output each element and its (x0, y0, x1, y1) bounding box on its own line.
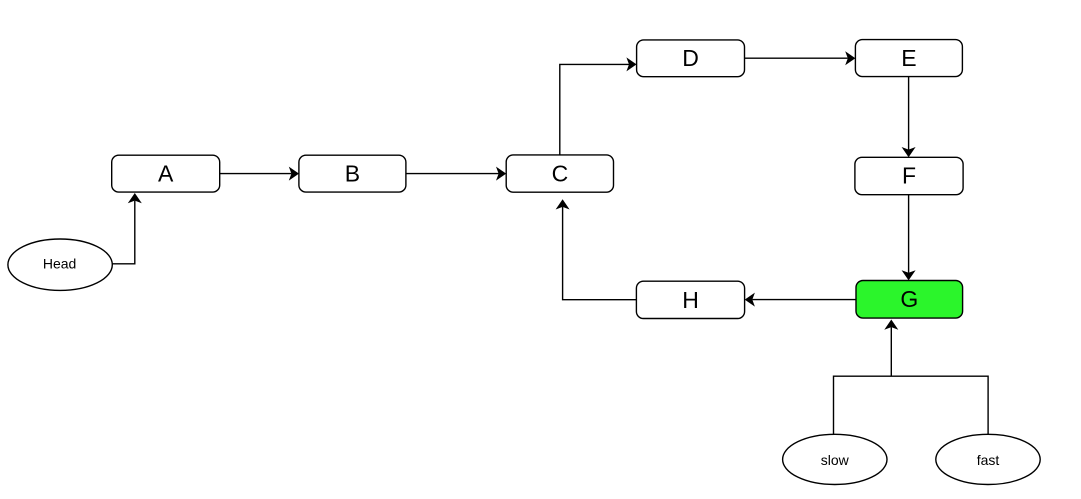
svg-text:E: E (901, 45, 916, 71)
svg-text:Head: Head (43, 256, 76, 272)
svg-text:slow: slow (821, 452, 850, 468)
svg-text:A: A (158, 161, 174, 187)
svg-text:D: D (682, 45, 699, 71)
svg-text:H: H (682, 287, 699, 313)
svg-text:B: B (345, 161, 360, 187)
svg-text:fast: fast (977, 452, 1000, 468)
svg-text:G: G (900, 286, 918, 312)
svg-text:C: C (552, 161, 569, 187)
svg-text:F: F (902, 163, 916, 189)
